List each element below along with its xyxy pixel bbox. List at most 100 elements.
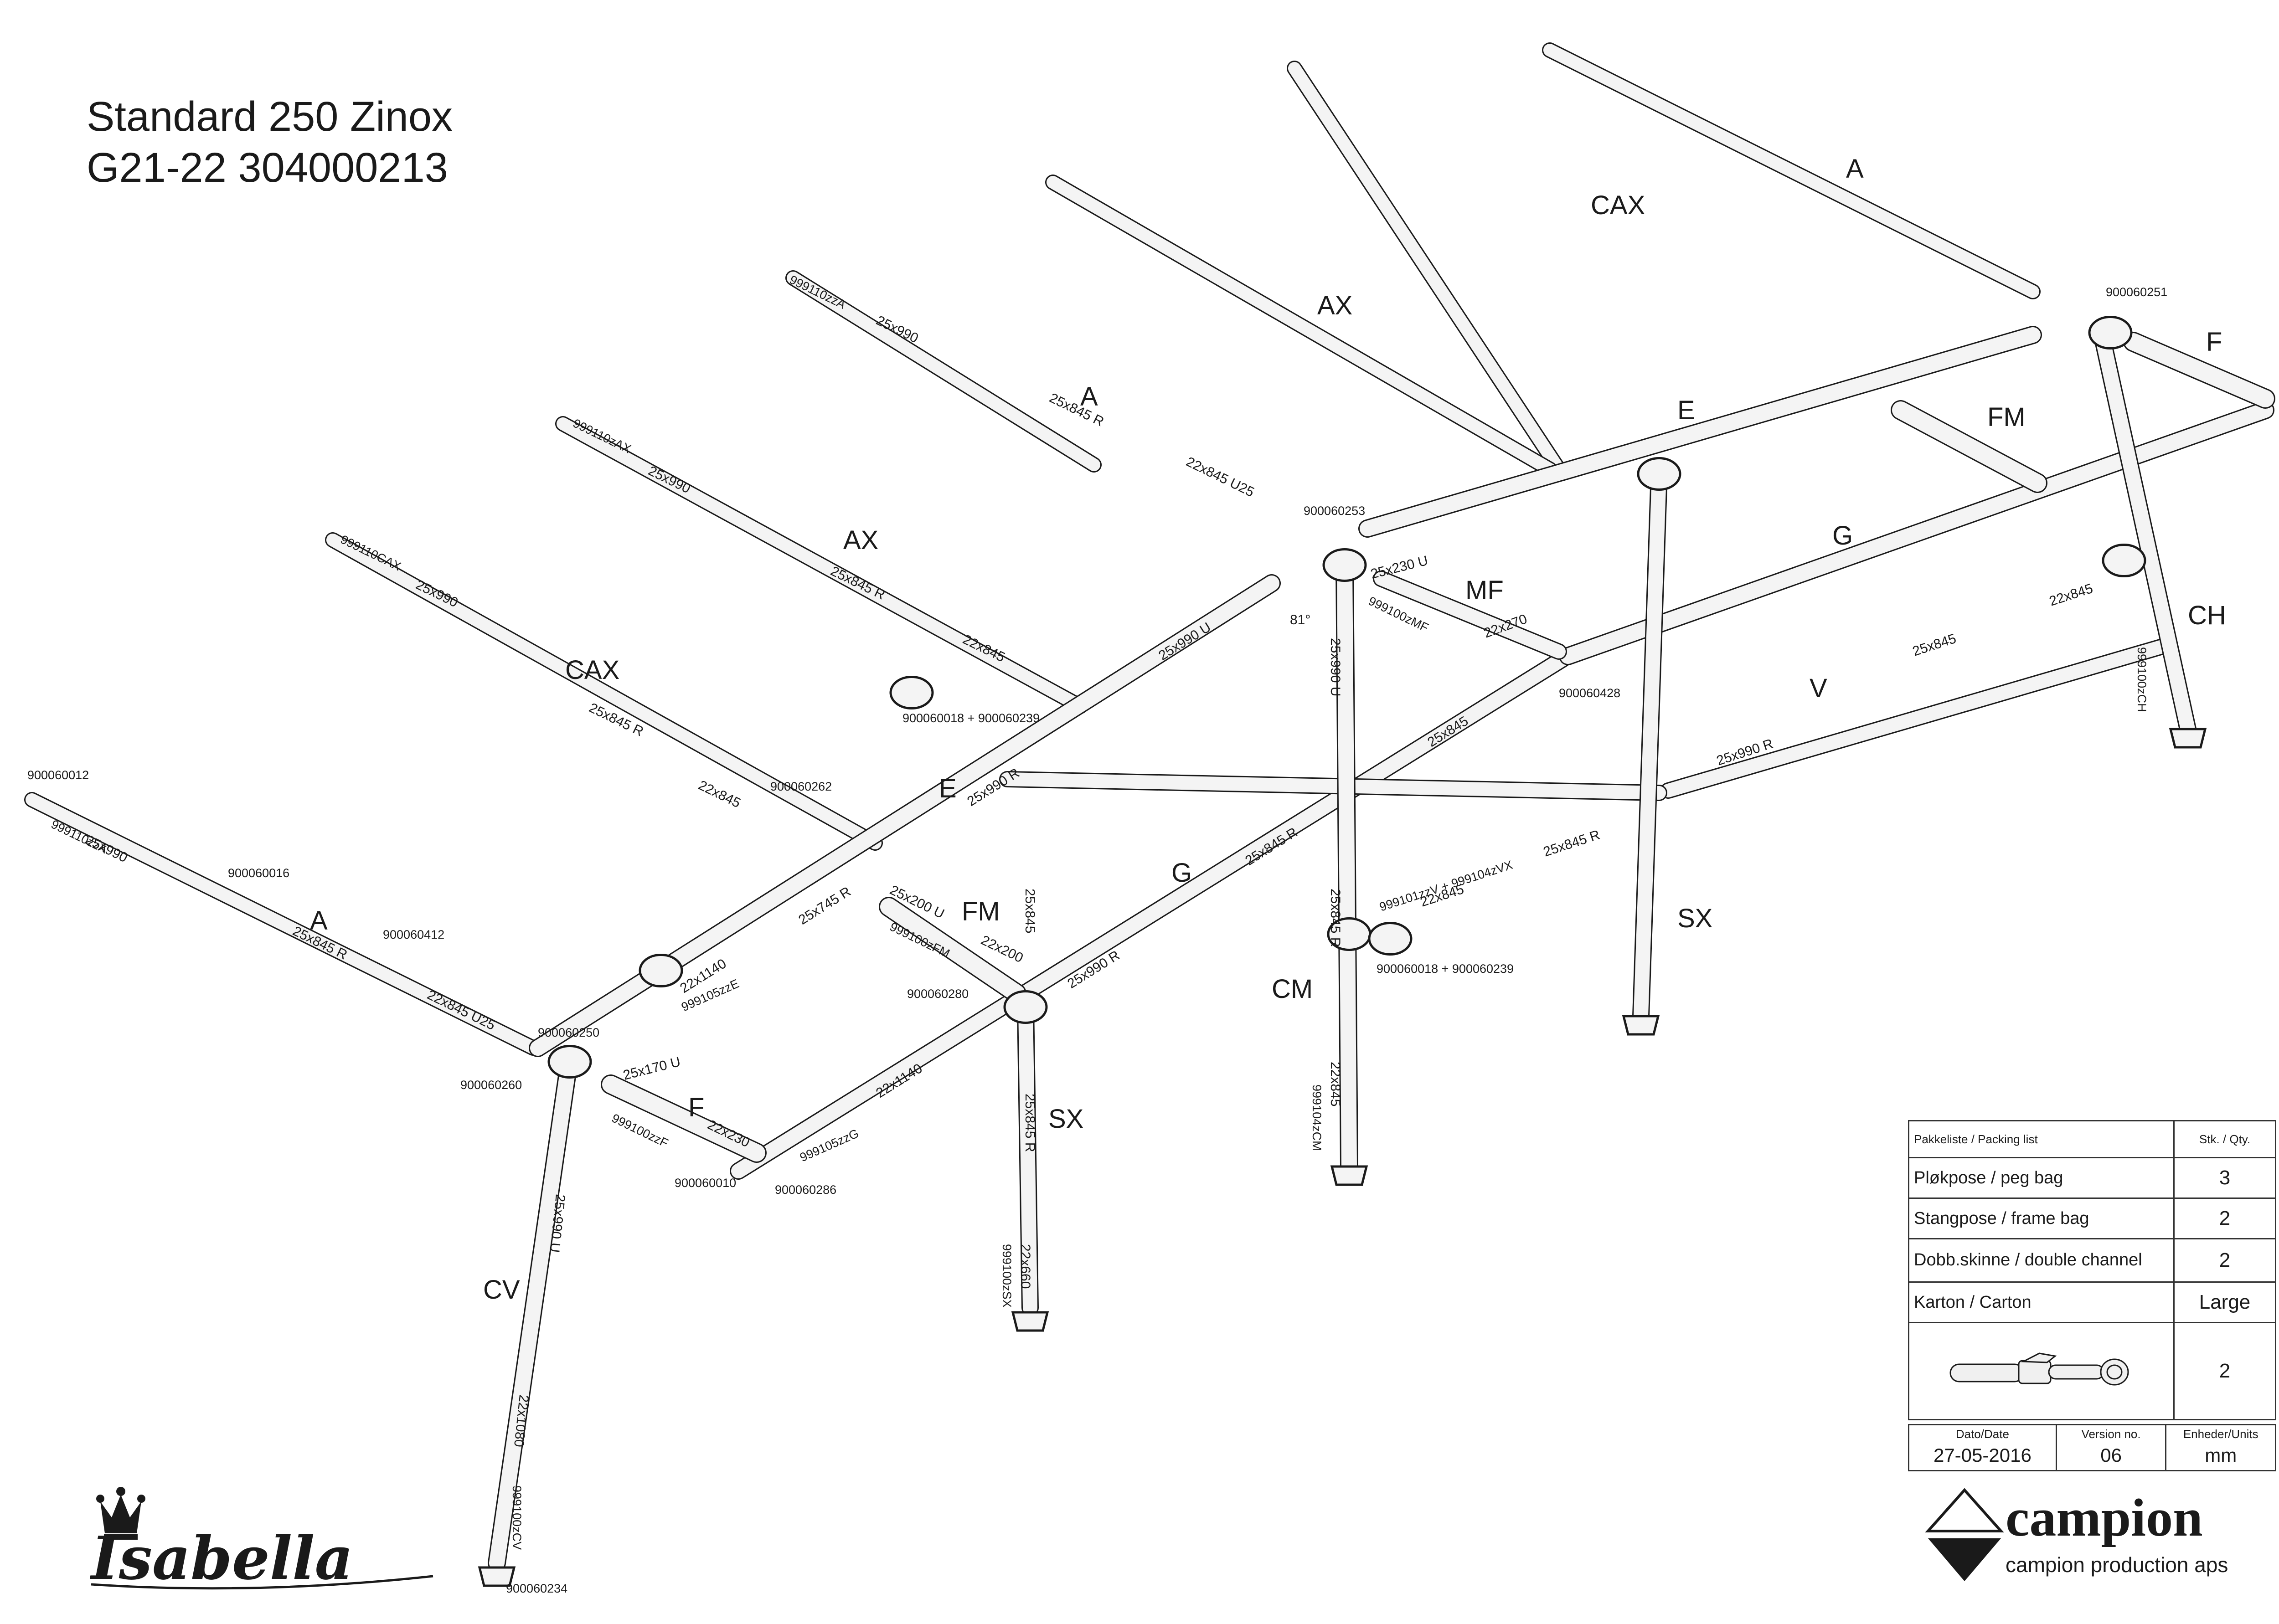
side-pole-v bbox=[999, 771, 1667, 801]
dimension-label: 22x660 bbox=[1018, 1244, 1033, 1289]
part-number: 900060012 bbox=[27, 768, 89, 782]
part-number: 900060260 bbox=[460, 1078, 522, 1092]
pole-label-a-second: A bbox=[1080, 382, 1098, 411]
connector-joint bbox=[547, 1045, 592, 1079]
date-cell: Dato/Date 27-05-2016 bbox=[1909, 1425, 2057, 1470]
packing-qty: 3 bbox=[2173, 1157, 2276, 1199]
dimension-label: 25x845 R bbox=[1542, 827, 1602, 860]
part-number: 900060018 + 900060239 bbox=[902, 711, 1040, 725]
isabella-swash bbox=[91, 1575, 433, 1590]
connector-joint bbox=[2102, 544, 2146, 577]
roof-pole bbox=[1045, 175, 1557, 477]
dimension-label: 22x845 U25 bbox=[1184, 454, 1257, 500]
pole-label-ax-third: AX bbox=[843, 525, 878, 555]
dimension-label: 22x845 bbox=[1328, 1062, 1343, 1106]
pole-label-f-left: F bbox=[688, 1093, 704, 1122]
drawing-subtitle: G21-22 304000213 bbox=[87, 144, 448, 191]
part-number: 999110zzA bbox=[787, 272, 848, 311]
packing-item: Pløkpose / peg bag bbox=[1908, 1157, 2175, 1199]
packing-qty: 2 bbox=[2173, 1238, 2276, 1283]
roof-pole bbox=[555, 416, 1088, 714]
connector-joint bbox=[1322, 548, 1367, 582]
foot-plate bbox=[2169, 728, 2207, 749]
part-number: 999100zCH bbox=[2135, 647, 2149, 712]
foot-plate bbox=[1011, 1311, 1049, 1332]
units-cell: Enheder/Units mm bbox=[2166, 1425, 2275, 1470]
foot-plate bbox=[1622, 1015, 1660, 1036]
pole-label-sx-right: SX bbox=[1677, 904, 1712, 933]
pole-label-v: V bbox=[1810, 673, 1827, 703]
packing-item-illustration bbox=[1908, 1322, 2175, 1420]
double-channel-icon bbox=[1949, 1352, 2129, 1386]
version-cell: Version no. 06 bbox=[2057, 1425, 2167, 1470]
packing-qty: Large bbox=[2173, 1281, 2276, 1323]
connector-joint bbox=[889, 676, 934, 709]
pole-label-fm-left: FM bbox=[962, 897, 1000, 926]
packing-header-item: Pakkeliste / Packing list bbox=[1908, 1120, 2175, 1158]
pole-label-fm-right: FM bbox=[1987, 402, 2026, 432]
pole-label-sx-left: SX bbox=[1048, 1104, 1083, 1134]
side-leg-sx-right bbox=[1632, 465, 1668, 1025]
part-number: 900060234 bbox=[506, 1582, 567, 1595]
units-label: Enheder/Units bbox=[2183, 1427, 2258, 1441]
dimension-label: 25x845 bbox=[1022, 889, 1037, 933]
part-number: 999100zCV bbox=[510, 1485, 524, 1550]
lower-ridge-pole bbox=[730, 650, 1572, 1180]
part-number: 900060286 bbox=[775, 1183, 836, 1197]
packing-qty: 2 bbox=[2173, 1197, 2276, 1239]
pole-label-e-right: E bbox=[1677, 396, 1695, 425]
frame-tubes bbox=[24, 42, 2275, 1587]
stub-mf bbox=[1373, 570, 1567, 660]
packing-item: Dobb.skinne / double channel bbox=[1908, 1238, 2175, 1283]
connector-joint bbox=[2088, 316, 2133, 349]
version-label: Version no. bbox=[2081, 1427, 2141, 1441]
units-value: mm bbox=[2205, 1444, 2237, 1466]
cross-pole-g bbox=[1559, 401, 2274, 665]
part-number: 900060428 bbox=[1559, 686, 1620, 700]
drawing-title: Standard 250 Zinox bbox=[87, 93, 453, 140]
dimension-label: 25x170 U bbox=[622, 1054, 682, 1083]
stub-f-right bbox=[2123, 332, 2275, 409]
pole-label-cax-top: CAX bbox=[1591, 190, 1645, 220]
stub-fm-left bbox=[879, 897, 1026, 1003]
connector-joint bbox=[1003, 990, 1048, 1024]
crown-icon bbox=[96, 1487, 145, 1540]
corner-leg-ch bbox=[2093, 324, 2197, 738]
cross-pole-v bbox=[1660, 639, 2169, 799]
isabella-wordmark: Isabella bbox=[89, 1523, 353, 1593]
part-number: 900060016 bbox=[228, 866, 289, 880]
pole-label-g-left: G bbox=[1171, 858, 1192, 888]
dimension-label: 22x845 bbox=[696, 778, 743, 811]
part-number: 999101zzV + 999104zVX bbox=[1378, 858, 1515, 914]
packing-item: Karton / Carton bbox=[1908, 1281, 2175, 1323]
part-number: 900060262 bbox=[770, 780, 832, 793]
upper-ridge-pole bbox=[1358, 326, 2042, 538]
isabella-logo: Isabella bbox=[89, 1487, 433, 1593]
part-number: 900060253 bbox=[1304, 504, 1365, 518]
dimension-label: 81° bbox=[1290, 612, 1310, 627]
foot-plate bbox=[478, 1566, 516, 1587]
part-number: 900060018 + 900060239 bbox=[1377, 962, 1514, 976]
packing-item: Stangpose / frame bag bbox=[1908, 1197, 2175, 1239]
pole-label-a-top: A bbox=[1846, 154, 1864, 184]
packing-list-header: Pakkeliste / Packing list Stk. / Qty. bbox=[1908, 1120, 2276, 1158]
revision-block: Dato/Date 27-05-2016 Version no. 06 Enhe… bbox=[1908, 1424, 2276, 1471]
table-row: 2 bbox=[1908, 1322, 2276, 1420]
dimension-label: 22x845 U25 bbox=[425, 987, 498, 1033]
date-value: 27-05-2016 bbox=[1933, 1444, 2032, 1466]
part-number: 900060251 bbox=[2106, 285, 2167, 299]
connector-joint bbox=[1637, 457, 1681, 491]
dimension-label: 25x845 R bbox=[1022, 1094, 1037, 1152]
packing-list-table: Pakkeliste / Packing list Stk. / Qty. Pl… bbox=[1908, 1120, 2276, 1420]
connector-joint bbox=[639, 954, 683, 987]
pole-label-cv: CV bbox=[483, 1275, 520, 1305]
roof-pole bbox=[325, 532, 883, 851]
dimension-label: 22x845 bbox=[2047, 581, 2095, 609]
dimension-label: 25x845 R bbox=[828, 564, 887, 603]
roof-pole bbox=[1287, 61, 1567, 477]
dimension-label: 25x845 R bbox=[1328, 889, 1343, 947]
pole-label-e-left: E bbox=[939, 774, 957, 803]
packing-qty: 2 bbox=[2173, 1322, 2276, 1420]
